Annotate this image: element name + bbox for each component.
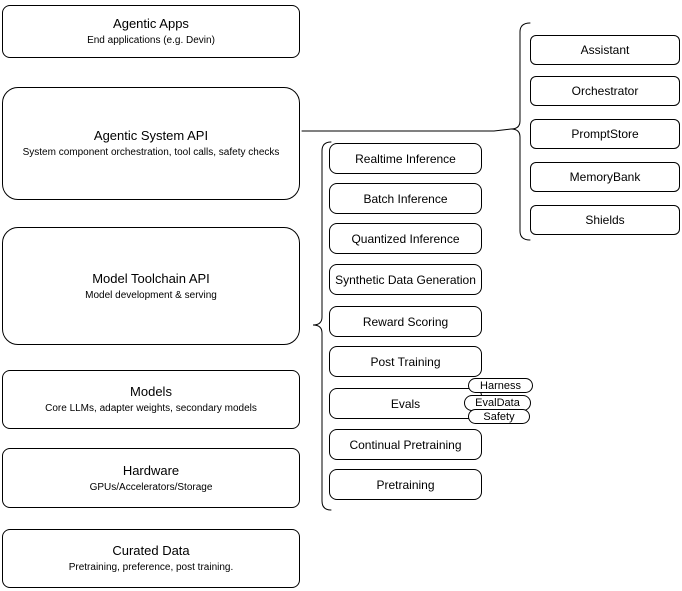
node-shields: Shields [530, 205, 680, 235]
node-label: Batch Inference [363, 191, 448, 206]
node-memorybank: MemoryBank [530, 162, 680, 192]
node-reward-scoring: Reward Scoring [329, 306, 482, 337]
node-agentic-system-api: Agentic System API System component orch… [2, 87, 300, 200]
pill-harness: Harness [468, 378, 533, 393]
node-subtitle: System component orchestration, tool cal… [22, 147, 280, 158]
node-label: MemoryBank [569, 170, 641, 184]
pill-safety: Safety [468, 409, 530, 424]
node-label: Continual Pretraining [349, 437, 462, 452]
node-title: Models [130, 384, 172, 399]
pill-label: EvalData [475, 397, 520, 409]
node-pretraining: Pretraining [329, 469, 482, 500]
node-label: Reward Scoring [362, 314, 449, 329]
node-orchestrator: Orchestrator [530, 76, 680, 106]
node-label: Evals [390, 396, 421, 411]
node-subtitle: Model development & serving [85, 289, 217, 301]
node-model-toolchain-api: Model Toolchain API Model development & … [2, 227, 300, 345]
node-subtitle: Pretraining, preference, post training. [68, 562, 234, 573]
pill-label: Safety [483, 410, 515, 423]
node-title: Model Toolchain API [92, 270, 210, 286]
pill-label: Harness [480, 379, 521, 392]
node-batch-inference: Batch Inference [329, 183, 482, 214]
node-synthetic-data-generation: Synthetic Data Generation [329, 264, 482, 295]
node-label: Assistant [580, 43, 630, 57]
node-curated-data: Curated Data Pretraining, preference, po… [2, 529, 300, 588]
node-label: Pretraining [376, 477, 435, 492]
node-subtitle: GPUs/Accelerators/Storage [89, 481, 213, 493]
node-label: Post Training [370, 354, 441, 369]
node-subtitle: End applications (e.g. Devin) [87, 35, 215, 46]
node-label: Synthetic Data Generation [335, 272, 476, 287]
node-title: Curated Data [112, 543, 190, 558]
node-label: Quantized Inference [351, 231, 460, 246]
node-label: Realtime Inference [355, 151, 456, 166]
node-label: PromptStore [571, 127, 639, 141]
node-title: Agentic System API [93, 128, 209, 143]
system-brace [510, 22, 531, 241]
node-continual-pretraining: Continual Pretraining [329, 429, 482, 460]
node-title: Agentic Apps [113, 16, 189, 31]
node-label: Shields [585, 213, 625, 227]
node-agentic-apps: Agentic Apps End applications (e.g. Devi… [2, 5, 300, 58]
node-models: Models Core LLMs, adapter weights, secon… [2, 370, 300, 429]
node-evals: Evals [329, 388, 482, 419]
node-assistant: Assistant [530, 35, 680, 65]
node-quantized-inference: Quantized Inference [329, 223, 482, 254]
node-title: Hardware [122, 462, 180, 478]
system-api-connector-line [301, 128, 512, 132]
node-hardware: Hardware GPUs/Accelerators/Storage [2, 448, 300, 508]
node-label: Orchestrator [571, 84, 639, 98]
node-realtime-inference: Realtime Inference [329, 143, 482, 174]
node-promptstore: PromptStore [530, 119, 680, 149]
node-subtitle: Core LLMs, adapter weights, secondary mo… [45, 403, 257, 414]
node-post-training: Post Training [329, 346, 482, 377]
